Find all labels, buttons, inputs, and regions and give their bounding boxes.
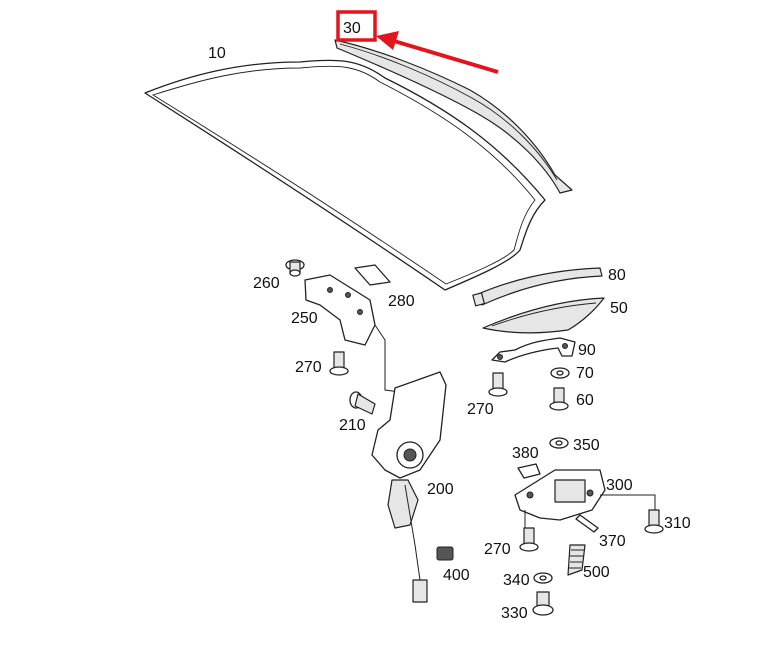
label-part-270-left: 270	[295, 359, 322, 376]
label-part-80: 80	[608, 267, 626, 284]
label-part-400: 400	[443, 567, 470, 584]
cover-strip-part-50[interactable]	[482, 297, 605, 334]
label-part-350: 350	[573, 437, 600, 454]
latch-assembly-part-300[interactable]	[514, 469, 656, 530]
damper-part-500[interactable]	[567, 544, 586, 576]
label-part-30: 30	[343, 20, 361, 37]
label-part-90: 90	[578, 342, 596, 359]
highlight-arrow-shaft	[393, 39, 499, 74]
motor-part-200[interactable]	[371, 371, 447, 603]
bolt-part-210[interactable]	[349, 391, 376, 415]
seal-strip-part-30[interactable]	[334, 39, 573, 194]
window-glass-part-10[interactable]	[144, 59, 546, 291]
label-part-280: 280	[388, 293, 415, 310]
nut-part-260[interactable]	[285, 259, 305, 277]
label-part-70: 70	[576, 365, 594, 382]
pin-part-370[interactable]	[575, 514, 599, 533]
washer-part-70[interactable]	[550, 367, 570, 379]
washer-part-350[interactable]	[549, 437, 569, 449]
label-part-370: 370	[599, 533, 626, 550]
bolt-part-270-bottom[interactable]	[519, 527, 539, 552]
washer-part-340[interactable]	[533, 572, 553, 584]
bolt-part-310[interactable]	[644, 509, 664, 534]
label-part-10: 10	[208, 45, 226, 62]
lower-seal-part-80[interactable]	[472, 267, 603, 307]
label-part-260: 260	[253, 275, 280, 292]
label-part-250: 250	[291, 310, 318, 327]
bolt-part-270-left[interactable]	[329, 351, 349, 376]
label-part-380: 380	[512, 445, 539, 462]
highlight-callout	[336, 10, 499, 74]
label-part-340: 340	[503, 572, 530, 589]
label-part-270-right: 270	[467, 401, 494, 418]
bushing-part-330[interactable]	[532, 591, 554, 616]
label-part-270-bottom: 270	[484, 541, 511, 558]
plug-part-400[interactable]	[436, 546, 454, 561]
label-part-300: 300	[606, 477, 633, 494]
label-part-500: 500	[583, 564, 610, 581]
label-part-310: 310	[664, 515, 691, 532]
mounting-bracket-part-250[interactable]	[304, 274, 401, 393]
label-part-330: 330	[501, 605, 528, 622]
bolt-part-270-right[interactable]	[488, 372, 508, 397]
label-part-200: 200	[427, 481, 454, 498]
clip-part-380[interactable]	[517, 463, 541, 479]
highlight-arrow-head	[376, 31, 399, 50]
label-part-50: 50	[610, 300, 628, 317]
pad-part-280[interactable]	[354, 264, 391, 286]
label-part-210: 210	[339, 417, 366, 434]
highlight-box	[336, 10, 377, 42]
label-part-60: 60	[576, 392, 594, 409]
bracket-part-90[interactable]	[491, 337, 576, 363]
bolt-part-60[interactable]	[549, 387, 569, 411]
